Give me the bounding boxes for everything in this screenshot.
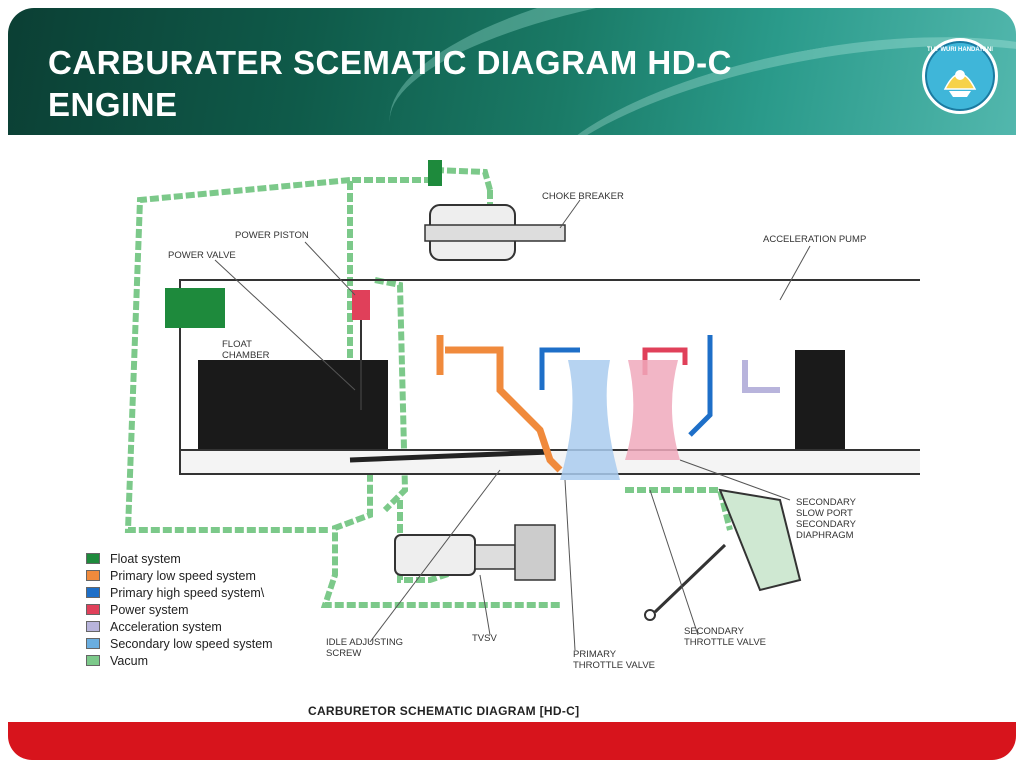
diagram-caption: CARBURETOR SCHEMATIC DIAGRAM [HD-C] [308,704,580,718]
legend-item: Vacum [86,652,273,669]
legend-swatch [86,604,100,615]
tvsv-label: TVSV [472,633,497,644]
legend-swatch [86,655,100,666]
legend-swatch [86,553,100,564]
power-piston [352,290,370,410]
logo-lettering: TUT WURI HANDAYANI [927,47,993,53]
primary-throttle-valve-label: PRIMARY [573,649,617,660]
footer-bar [8,722,1016,760]
primary-low-speed-path [436,335,563,473]
secondary-slow-port-label: SLOW PORT [796,508,853,519]
legend-item: Power system [86,601,273,618]
title-banner: CARBURATER SCEMATIC DIAGRAM HD-C ENGINE … [8,8,1016,135]
secondary-diaphragm-label: SECONDARY [796,519,857,530]
legend-label: Float system [110,551,181,566]
tut-wuri-handayani-logo: TUT WURI HANDAYANI [922,38,998,114]
choke-breaker-label: CHOKE BREAKER [542,191,624,202]
legend-item: Secondary low speed system [86,635,273,652]
legend-swatch [86,638,100,649]
legend-label: Primary high speed system\ [110,585,265,600]
acceleration-path [742,360,780,393]
secondary-diaphragm-label: DIAPHRAGM [796,530,854,541]
slide-title: CARBURATER SCEMATIC DIAGRAM HD-C ENGINE [48,44,732,123]
power-valve-label: POWER VALVE [168,250,236,261]
legend-label: Power system [110,602,189,617]
legend-swatch [86,621,100,632]
logo-emblem-icon [943,70,977,97]
venturis [560,360,680,480]
legend-label: Secondary low speed system [110,636,273,651]
secondary-slow-port-label: SECONDARY [796,497,857,508]
legend: Float system Primary low speed system Pr… [86,550,273,669]
legend-item: Float system [86,550,273,567]
legend-swatch [86,570,100,581]
power-piston-label: POWER PISTON [235,230,309,241]
primary-throttle-valve-label: THROTTLE VALVE [573,660,655,671]
legend-label: Acceleration system [110,619,222,634]
legend-label: Primary low speed system [110,568,256,583]
secondary-diaphragm [644,488,802,621]
legend-swatch [86,587,100,598]
legend-item: Primary low speed system [86,567,273,584]
idle-adjusting-screw-label: IDLE ADJUSTING [326,637,403,648]
primary-high-speed-path [539,335,713,437]
float-chamber-label: FLOAT [222,339,252,350]
idle-adjusting-screw-label: SCREW [326,648,361,659]
tvsv [394,524,556,581]
choke-breaker [424,160,566,261]
legend-item: Acceleration system [86,618,273,635]
secondary-throttle-valve-label: THROTTLE VALVE [684,637,766,648]
acceleration-pump-label: ACCELERATION PUMP [763,234,866,245]
leader-lines [214,199,811,651]
float-chamber-label: CHAMBER [222,350,270,361]
secondary-throttle-valve-label: SECONDARY [684,626,745,637]
legend-item: Primary high speed system\ [86,584,273,601]
legend-label: Vacum [110,653,148,668]
carburetor-schematic: CHOKE BREAKER POWER PISTON POWER VALVE A… [124,160,920,671]
